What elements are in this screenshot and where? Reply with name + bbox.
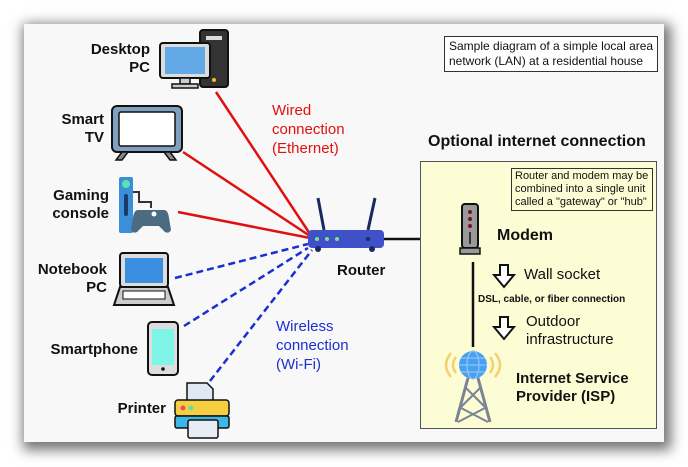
printer-icon <box>174 382 230 439</box>
wireless-line-notebook <box>174 242 309 280</box>
laptop-icon <box>112 252 176 306</box>
diagram-caption: Sample diagram of a simple local area ne… <box>444 36 659 72</box>
label-line: Notebook <box>37 261 107 278</box>
connection-type-label: DSL, cable, or fiber connection <box>478 294 626 305</box>
internet-section-title: Optional internet connection <box>428 133 646 150</box>
label-line: Printer <box>117 400 166 417</box>
wired-connections <box>177 91 312 240</box>
wireless-line-printer <box>209 249 313 382</box>
router-icon <box>308 197 384 252</box>
wireless-line-smartphone <box>183 246 309 328</box>
wired-connection-label: Wired connection (Ethernet) <box>272 101 345 158</box>
wired-line-desktop <box>214 91 312 235</box>
label-line: console <box>52 205 109 222</box>
label-line: connection <box>272 121 345 138</box>
modem-icon <box>459 203 481 255</box>
wireless-connection-label: Wireless connection (Wi-Fi) <box>276 317 349 374</box>
router-label: Router <box>337 262 386 279</box>
label-line: Outdoor <box>526 313 581 330</box>
down-arrow-icon <box>491 316 517 341</box>
cell-tower-icon <box>444 350 502 423</box>
note-line: combined into a single unit <box>515 183 646 195</box>
label-desktop-pc: Desktop PC <box>70 41 150 77</box>
label-gaming-console: Gaming console <box>30 187 109 223</box>
desktop-computer-icon <box>159 29 229 89</box>
isp-label: Internet Service Provider (ISP) <box>516 370 629 406</box>
note-line: Router and modem may be <box>515 170 649 182</box>
label-line: Smart <box>61 111 104 128</box>
outdoor-infrastructure-label: Outdoor infrastructure <box>526 313 614 349</box>
label-printer: Printer <box>60 400 166 418</box>
label-line: PC <box>86 279 107 296</box>
label-notebook-pc: Notebook PC <box>20 261 107 297</box>
wired-line-console <box>177 210 311 240</box>
label-line: PC <box>129 59 150 76</box>
label-line: infrastructure <box>526 331 614 348</box>
down-arrow-icon <box>491 264 517 289</box>
gateway-note: Router and modem may be combined into a … <box>511 168 653 211</box>
label-line: Internet Service <box>516 370 629 387</box>
label-line: (Wi-Fi) <box>276 356 321 373</box>
label-line: Desktop <box>90 41 150 58</box>
caption-line: network (LAN) at a residential house <box>449 54 644 68</box>
wireless-connections <box>174 242 313 382</box>
label-line: Smartphone <box>50 341 138 358</box>
wired-line-tv <box>182 150 311 238</box>
label-line: Provider (ISP) <box>516 388 616 405</box>
note-line: called a "gateway" or "hub" <box>515 196 647 208</box>
smartphone-icon <box>147 321 179 376</box>
label-line: (Ethernet) <box>272 140 339 157</box>
label-line: Wired <box>272 102 312 119</box>
caption-line: Sample diagram of a simple local area <box>449 39 654 53</box>
label-line: TV <box>84 129 104 146</box>
label-line: connection <box>276 337 349 354</box>
label-line: Gaming <box>53 187 109 204</box>
label-smart-tv: Smart TV <box>30 111 104 147</box>
modem-label: Modem <box>497 227 553 244</box>
game-console-icon <box>119 177 171 233</box>
label-smartphone: Smartphone <box>20 341 138 359</box>
wall-socket-label: Wall socket <box>524 266 601 283</box>
television-icon <box>111 105 183 161</box>
label-line: Wireless <box>276 318 334 335</box>
